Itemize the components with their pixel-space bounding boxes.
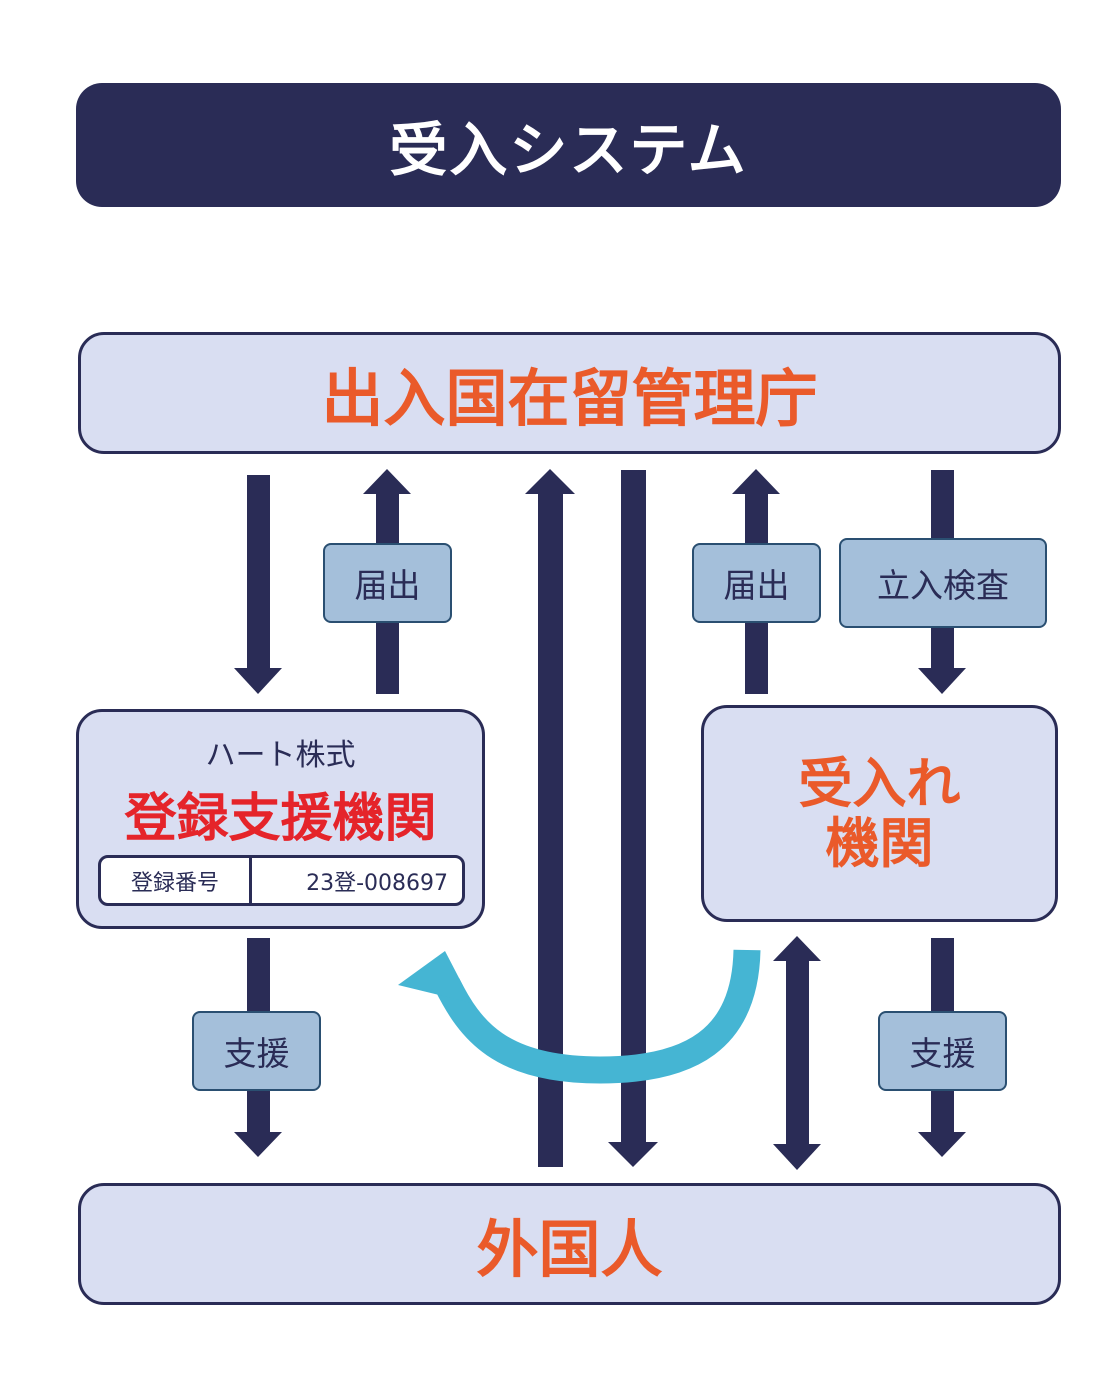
tag-support-right: 支援 [878,1011,1007,1091]
title-bar: 受入システム [76,83,1061,207]
page-title: 受入システム [389,116,748,184]
arrow-bidirectional-receiving-foreigners [773,936,821,1170]
foreigners-box: 外国人 [78,1183,1061,1305]
support-org-name: 登録支援機関 [124,789,437,849]
tag-notify-right: 届出 [692,543,821,623]
registration-number: 23登-008697 [306,870,448,896]
arrow-down-agency-to-foreigners [608,470,658,1167]
tag-inspection: 立入検査 [839,538,1047,628]
tag-support-left: 支援 [192,1011,321,1091]
arrow-down-agency-to-support [234,475,282,694]
registration-table: 登録番号 23登-008697 [98,855,465,906]
receiving-org-line1: 受入れ [798,751,961,815]
receiving-org-line2: 機関 [825,811,934,875]
immigration-agency-box: 出入国在留管理庁 [78,332,1061,454]
support-org-box: ハート株式 登録支援機関 登録番号 23登-008697 [76,709,485,929]
receiving-org-box: 受入れ 機関 [701,705,1058,922]
foreigners-label: 外国人 [476,1213,663,1286]
support-org-company: ハート株式 [205,738,356,773]
registration-label: 登録番号 [101,858,252,903]
tag-notify-left: 届出 [323,543,452,623]
delegation-curve-arrow [398,949,761,1084]
immigration-agency-label: 出入国在留管理庁 [321,362,818,435]
